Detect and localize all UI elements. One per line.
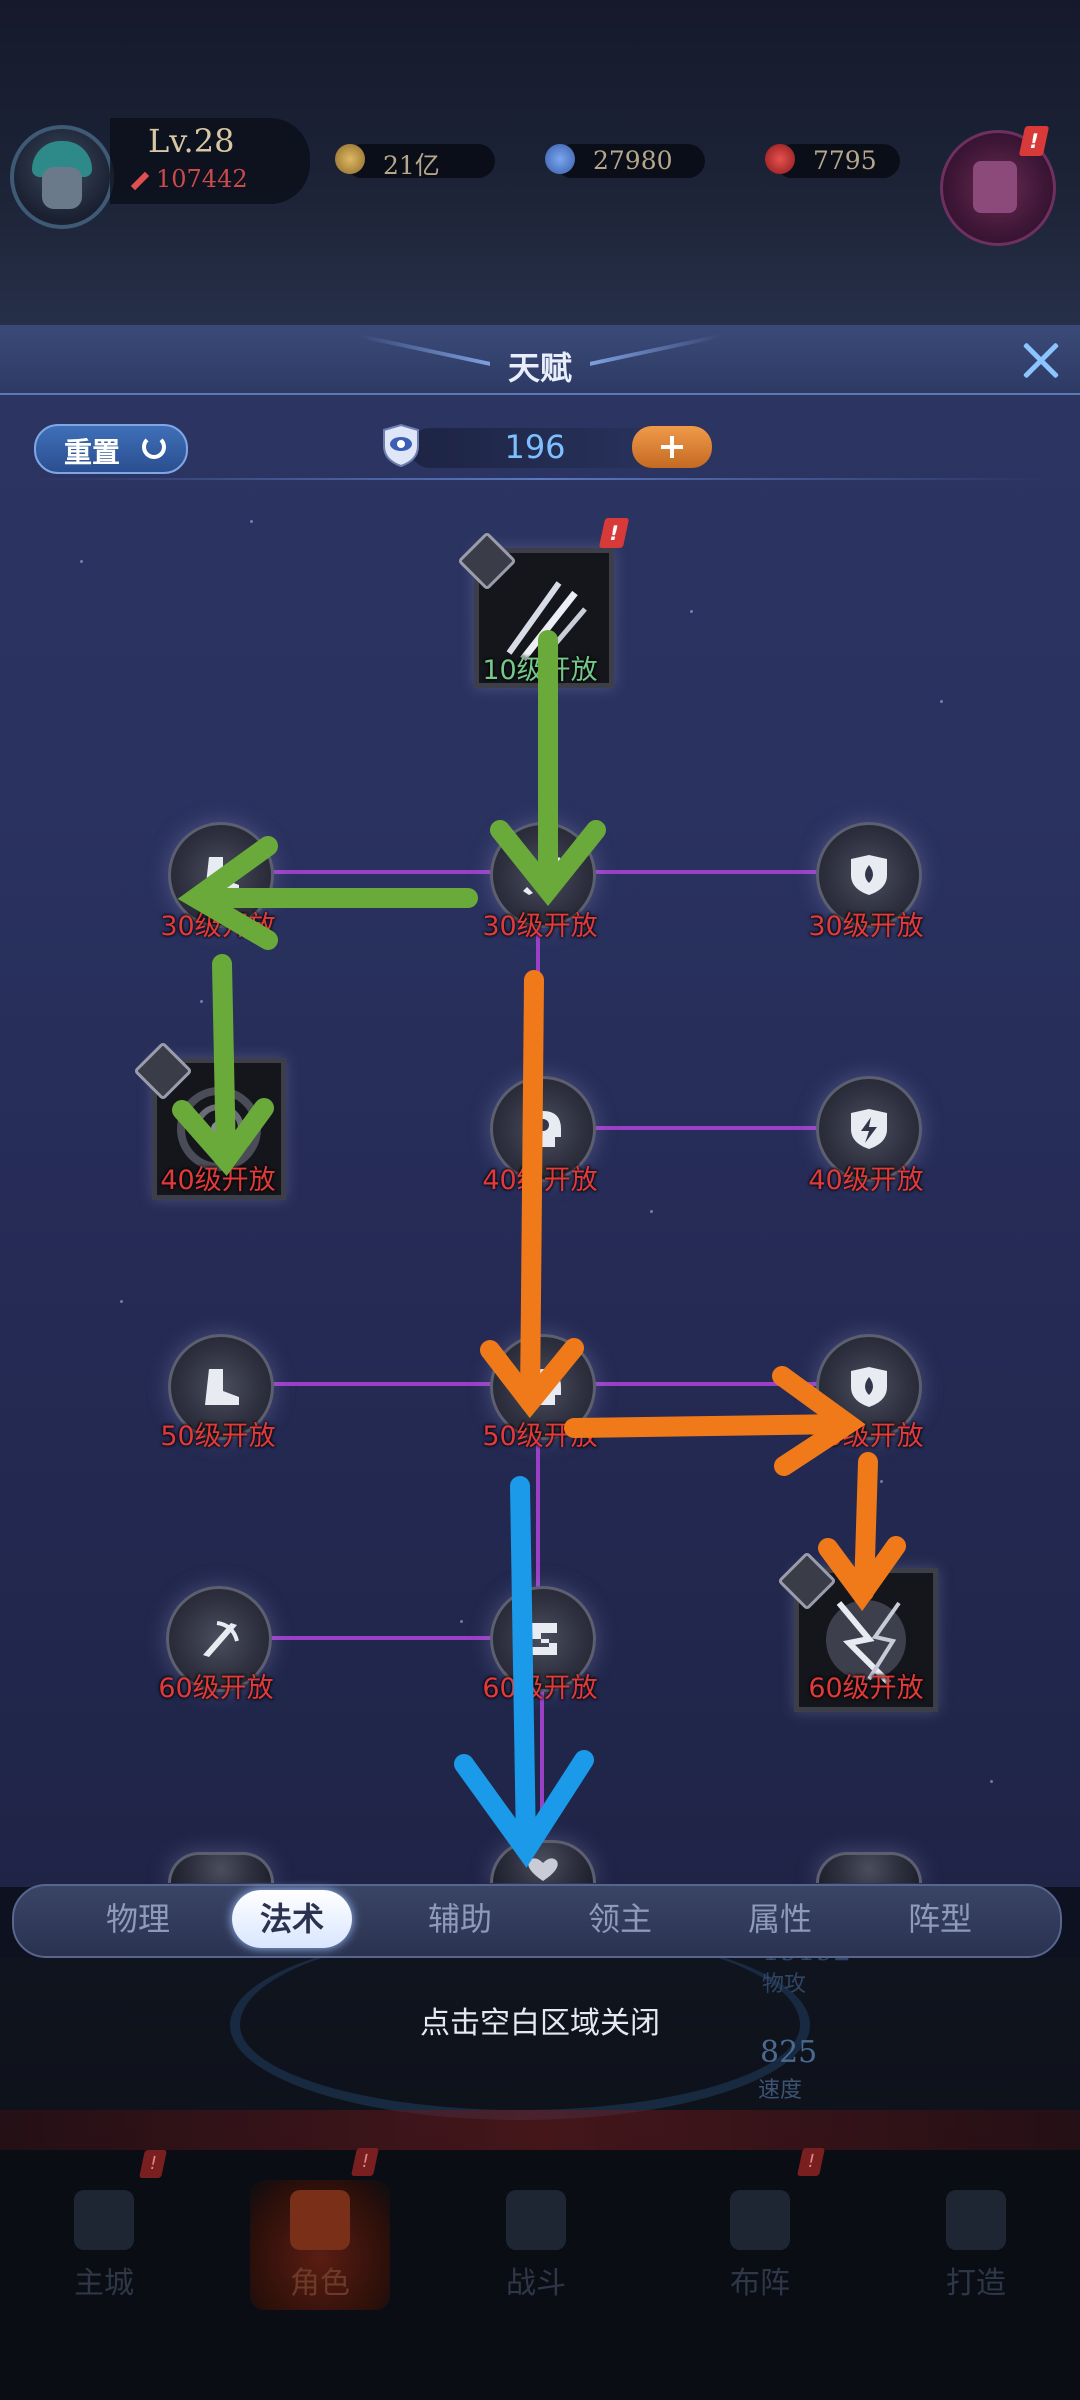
ruby-icon — [765, 144, 795, 174]
background-glow — [0, 2110, 1080, 2150]
formation-icon — [730, 2190, 790, 2250]
nav-formation[interactable]: 布阵 — [690, 2180, 830, 2310]
panel-title: 天赋 — [507, 349, 572, 387]
helmet-icon — [290, 2190, 350, 2250]
star — [940, 700, 943, 703]
tab-magic[interactable]: 法术 — [232, 1890, 352, 1948]
talent-node-lightning-shield[interactable] — [816, 1076, 922, 1182]
tree-link — [210, 1636, 540, 1640]
nav-label: 角色 — [290, 2266, 350, 2301]
gold-icon — [335, 144, 365, 174]
gold-counter[interactable]: 21亿 — [335, 144, 495, 180]
scroll-icon — [973, 161, 1017, 213]
ruby-counter[interactable]: 7795 — [765, 144, 900, 178]
talent-node-boot[interactable] — [168, 1334, 274, 1440]
boot-icon — [205, 1369, 239, 1405]
star — [990, 1780, 993, 1783]
tree-link — [540, 1126, 860, 1130]
talent-node-blade-rush[interactable] — [166, 1586, 272, 1692]
boot-icon — [205, 857, 239, 893]
close-hint: 点击空白区域关闭 — [420, 2006, 660, 2041]
water-shield-icon — [851, 855, 887, 895]
node-unlock-label: 60级开放 — [808, 1673, 924, 1704]
nav-label: 打造 — [946, 2266, 1006, 2301]
player-level: Lv.28 — [148, 122, 235, 160]
talent-points-value: 196 — [504, 428, 566, 466]
diamond-icon — [545, 144, 575, 174]
node-unlock-label: 60级开放 — [158, 1673, 274, 1704]
nav-forge[interactable]: 打造 — [906, 2180, 1046, 2310]
star — [650, 1210, 653, 1213]
node-unlock-label: 40级开放 — [160, 1165, 276, 1196]
close-icon[interactable] — [1014, 334, 1066, 386]
talent-node-water-shield[interactable] — [816, 822, 922, 928]
refresh-icon — [142, 435, 166, 459]
add-points-button[interactable] — [632, 426, 712, 468]
heart-icon — [528, 1858, 558, 1881]
rune-icon — [529, 1623, 557, 1655]
nav-character[interactable]: 角色 — [250, 2180, 390, 2310]
tab-physical[interactable]: 物理 — [105, 1900, 170, 1938]
node-unlock-label: 30级开放 — [808, 911, 924, 942]
nav-label: 主城 — [74, 2266, 134, 2301]
power-icon — [130, 171, 150, 190]
node-unlock-label: 40级开放 — [808, 1165, 924, 1196]
star — [80, 560, 83, 563]
node-unlock-label: 50级开放 — [160, 1421, 276, 1452]
anvil-icon — [946, 2190, 1006, 2250]
nav-main-city[interactable]: 主城 — [34, 2180, 174, 2310]
talent-node-rune[interactable] — [490, 1586, 596, 1692]
node-unlock-label: 60级开放 — [482, 1673, 598, 1704]
panel-titlebar — [0, 325, 1080, 395]
power-value: 107442 — [156, 165, 248, 193]
head-icon — [526, 1111, 561, 1147]
talent-node-partial — [816, 1852, 922, 1883]
nav-battle[interactable]: 战斗 — [466, 2180, 606, 2310]
node-unlock-label: 10级开放 — [482, 655, 598, 686]
nav-label: 战斗 — [506, 2266, 566, 2301]
level-box — [110, 118, 310, 204]
castle-icon — [74, 2190, 134, 2250]
ruby-value: 7795 — [813, 146, 877, 175]
thunder-burst-icon — [826, 1600, 906, 1686]
tab-formation[interactable]: 阵型 — [907, 1900, 972, 1938]
stat-label: 速度 — [758, 2078, 803, 2103]
diamond-value: 27980 — [593, 146, 673, 175]
blade-rush-icon — [203, 1621, 239, 1657]
star — [250, 520, 253, 523]
tree-link — [536, 1410, 540, 1640]
avatar-face — [42, 167, 82, 209]
star — [880, 1480, 883, 1483]
stat-label: 物攻 — [762, 1972, 807, 1997]
eye-shield-icon — [383, 423, 419, 468]
sword-icon — [523, 857, 561, 895]
node-unlock-label: 30级开放 — [482, 911, 598, 942]
gold-value: 21亿 — [383, 151, 440, 180]
diamond-counter[interactable]: 27980 — [545, 144, 705, 178]
node-unlock-label: 50级开放 — [482, 1421, 598, 1452]
head-icon — [526, 1369, 561, 1405]
power-display: 107442 — [130, 165, 248, 193]
node-unlock-label: 40级开放 — [482, 1165, 598, 1196]
reset-label: 重置 — [64, 436, 121, 469]
crossed-swords-icon — [506, 2190, 566, 2250]
reset-button[interactable]: 重置 — [34, 424, 188, 474]
node-unlock-label: 50级开放 — [808, 1421, 924, 1452]
star — [200, 1000, 203, 1003]
talent-category-tabs — [12, 1884, 1062, 1958]
star — [120, 1300, 123, 1303]
stat-value: 825 — [760, 2035, 818, 2070]
nav-label: 布阵 — [730, 2266, 790, 2301]
player-avatar[interactable] — [10, 125, 114, 229]
node-unlock-label: 30级开放 — [160, 911, 276, 942]
tab-attributes[interactable]: 属性 — [747, 1900, 812, 1938]
lightning-shield-icon — [851, 1109, 887, 1149]
star — [460, 1620, 463, 1623]
star — [690, 610, 693, 613]
tab-support[interactable]: 辅助 — [427, 1900, 492, 1938]
tab-lord[interactable]: 领主 — [587, 1900, 652, 1938]
talent-node-partial — [168, 1852, 274, 1883]
panel-divider — [30, 478, 1050, 480]
water-shield-icon — [851, 1367, 887, 1407]
